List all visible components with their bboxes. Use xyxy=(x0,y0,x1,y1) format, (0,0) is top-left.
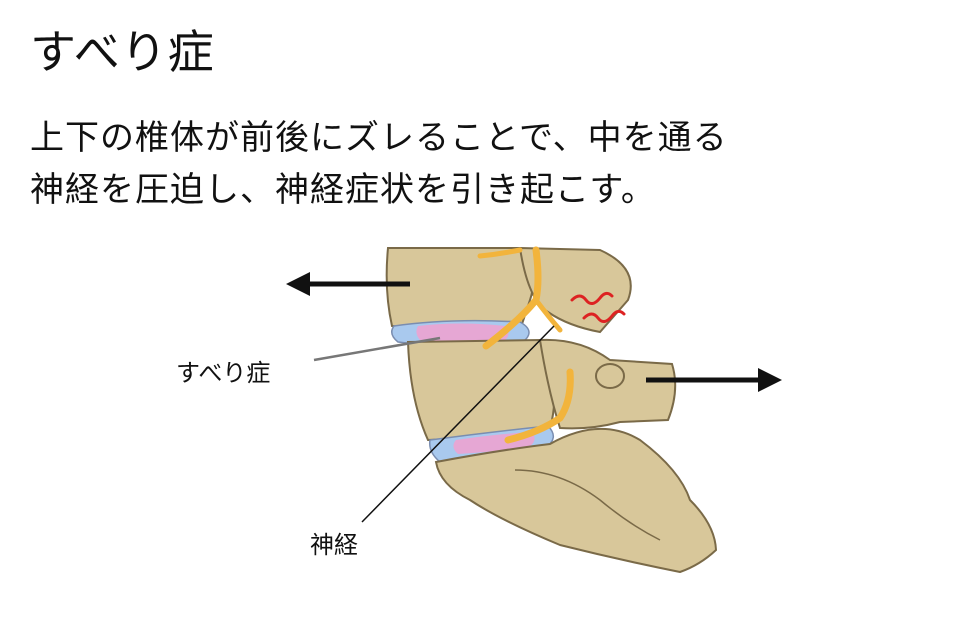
sacrum-ridge xyxy=(514,469,661,541)
slip-leader-line xyxy=(313,336,441,362)
nerve-root-lower xyxy=(504,368,574,444)
pain-mark-2 xyxy=(582,309,626,323)
description-line-2: 神経を圧迫し、神経症状を引き起こす。 xyxy=(30,170,656,210)
nerve-root-top xyxy=(477,247,523,259)
middle-vertebral-body xyxy=(406,338,556,442)
page-title: すべり症 xyxy=(30,25,215,79)
nerve-leader-line xyxy=(361,325,555,523)
facet-joint xyxy=(595,363,625,389)
description-line-1: 上下の椎体が前後にズレることで、中を通る xyxy=(30,118,728,158)
description: 上下の椎体が前後にズレることで、中を通る 神経を圧迫し、神経症状を引き起こす。 xyxy=(30,112,950,216)
slip-label: すべり症 xyxy=(176,359,271,387)
sacrum xyxy=(434,428,718,574)
arrow-forward-head xyxy=(286,272,310,296)
arrow-backward-head xyxy=(758,368,782,392)
nerve-root-upper-branch xyxy=(533,297,563,333)
nerve-label: 神経 xyxy=(310,531,358,559)
upper-posterior-elements xyxy=(518,246,632,334)
pain-mark-1 xyxy=(570,291,614,305)
upper-vertebral-body xyxy=(385,247,535,333)
